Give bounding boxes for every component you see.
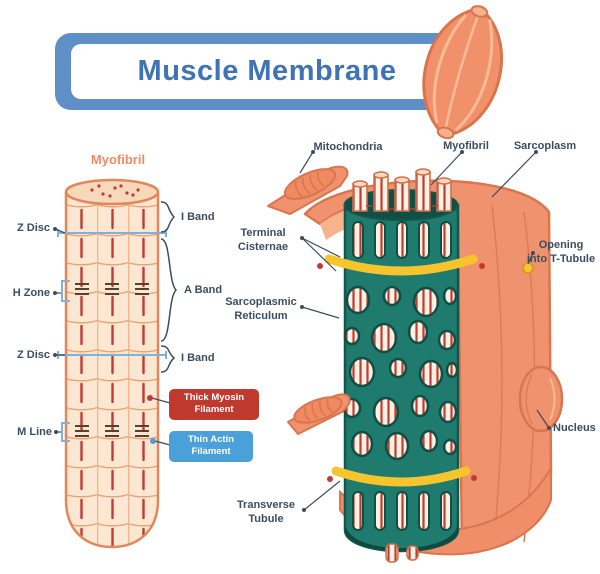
myofibril-illustration <box>57 178 167 549</box>
label-m-line: M Line <box>17 426 52 438</box>
label-z-disc-bottom: Z Disc <box>16 349 50 361</box>
label-terminal-cisternae: Terminal Cisternae <box>237 227 289 253</box>
h-zone-marks <box>75 283 149 295</box>
reticulum-mesh <box>342 285 459 461</box>
label-i-band-bottom: I Band <box>181 352 215 364</box>
label-mitochondria: Mitochondria <box>313 141 383 153</box>
m-line-bracket <box>61 422 70 442</box>
myofibril-heading: Myofibril <box>90 152 146 167</box>
label-myofibril-right: Myofibril <box>443 140 489 152</box>
label-i-band-top: I Band <box>181 211 215 223</box>
badge-pointer-lines <box>151 397 171 446</box>
t-tubule-ring-bottom <box>331 466 471 487</box>
label-z-disc-top: Z Disc <box>16 222 50 234</box>
mitochondria-top <box>283 168 337 200</box>
label-a-band: A Band <box>184 284 223 296</box>
label-opening-t-tubule: Opening into T-Tubule <box>526 239 596 265</box>
label-nucleus: Nucleus <box>553 422 596 434</box>
thick-filament-dot <box>147 395 153 401</box>
a-band-brace <box>160 238 178 342</box>
right-pointer-dots <box>300 150 551 512</box>
muscle-icon <box>422 5 503 140</box>
t-tubule-rings <box>324 254 534 487</box>
label-sarcoplasm: Sarcoplasm <box>513 140 577 152</box>
i-band-bottom-brace <box>160 345 176 373</box>
nucleus-shape <box>518 365 564 433</box>
title-banner-inner: Muscle Membrane <box>71 44 463 99</box>
m-line-marks <box>75 425 149 437</box>
myofibril-top-face <box>64 178 160 206</box>
lower-slots <box>352 491 452 531</box>
i-band-top-brace <box>160 201 176 233</box>
t-tubule-ring-top <box>324 254 478 276</box>
label-sarcoplasmic-reticulum: Sarcoplasmic Reticulum <box>225 296 297 322</box>
thin-filament-dot <box>150 438 156 444</box>
myofibril-bundle-caps <box>352 168 452 188</box>
left-pointer-lines <box>54 201 178 446</box>
label-transverse-tubule: Transverse Tubule <box>236 499 296 525</box>
left-pointer-dots <box>53 227 58 434</box>
thick-myosin-badge: Thick Myosin Filament <box>169 389 259 420</box>
myofibril-stubs-bottom <box>385 543 419 563</box>
right-pointer-lines <box>299 151 550 511</box>
label-h-zone: H Zone <box>12 287 50 299</box>
myofibril-top-dots <box>90 184 140 198</box>
rim-red-dashes <box>366 205 438 210</box>
h-zone-bracket <box>61 280 70 302</box>
page-title: Muscle Membrane <box>137 55 397 87</box>
terminal-cisternae-slots <box>352 221 452 259</box>
sr-cylinder <box>342 168 460 563</box>
mitochondria-mid <box>293 396 343 424</box>
thin-actin-badge: Thin Actin Filament <box>169 431 253 462</box>
junction-dots <box>317 263 485 482</box>
title-banner: Muscle Membrane <box>55 33 479 110</box>
